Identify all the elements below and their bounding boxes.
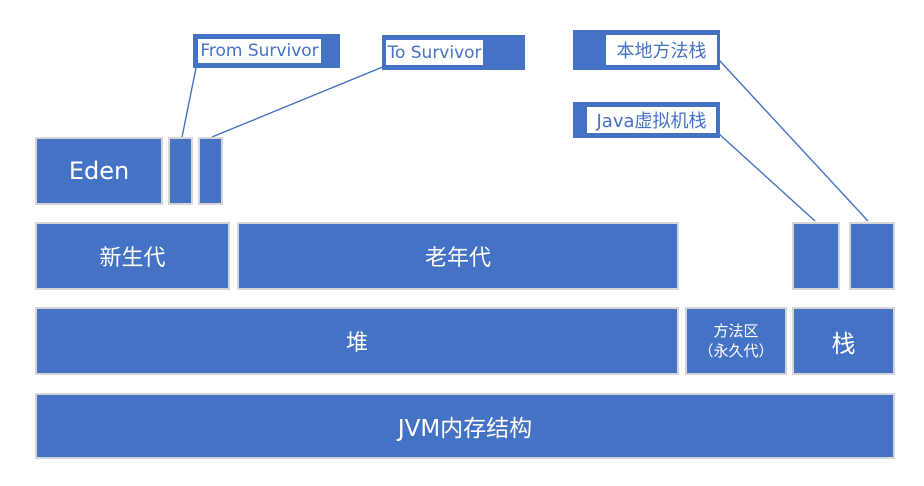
connector-from-survivor (181, 67, 197, 138)
to-survivor-box (198, 137, 223, 205)
callout-native-method-stack: 本地方法栈 (573, 30, 720, 70)
connector-to-survivor (211, 65, 386, 138)
callout-java-vm-stack: Java虚拟机栈 (573, 102, 720, 138)
stack-box: 栈 (792, 307, 895, 375)
old-generation-box: 老年代 (237, 222, 679, 290)
jvm-memory-structure-box: JVM内存结构 (35, 393, 895, 459)
connector-native-method-stack (718, 59, 869, 222)
callout-to-survivor: To Survivor (382, 35, 525, 70)
eden-box: Eden (35, 137, 163, 205)
callout-java-vm-stack-label: Java虚拟机栈 (586, 106, 717, 134)
heap-box: 堆 (35, 307, 679, 375)
from-survivor-box (168, 137, 193, 205)
callout-native-method-stack-label: 本地方法栈 (605, 34, 718, 66)
connector-java-vm-stack (717, 132, 816, 222)
callout-from-survivor-label: From Survivor (197, 38, 322, 64)
java-vm-stack-box (792, 222, 840, 290)
native-method-stack-box (849, 222, 895, 290)
callout-from-survivor: From Survivor (193, 34, 340, 68)
method-area-box: 方法区 （永久代） (685, 307, 787, 375)
method-area-line1: 方法区 (713, 321, 759, 340)
young-generation-box: 新生代 (35, 222, 230, 290)
method-area-line2: （永久代） (698, 342, 774, 360)
callout-to-survivor-label: To Survivor (385, 39, 484, 66)
